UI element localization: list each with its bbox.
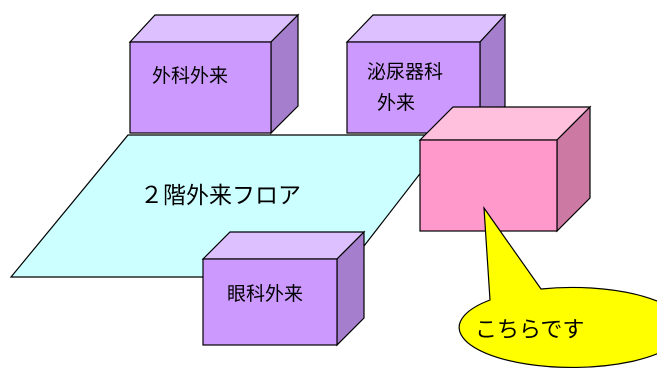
box-front-face [129,41,272,134]
callout-bubble: こちらです [458,205,657,369]
department-box-ophthalmology: 眼科外来 [201,230,366,347]
box-top-face [345,14,507,43]
floor-label: ２階外来フロア [140,183,301,209]
box-top-face [128,14,300,43]
callout-label: こちらです [475,318,584,343]
department-label-ophthalmology: 眼科外来 [227,283,303,305]
target-room-box [418,105,592,233]
box-top-face [201,231,366,260]
department-label-urology-line2: 外来 [377,92,415,114]
department-box-surgery: 外科外来 [128,13,300,135]
callout-shape [458,205,657,369]
box-front-face [202,258,338,346]
department-label-surgery: 外科外来 [152,65,228,87]
department-label-urology: 泌尿器科 [367,61,443,83]
